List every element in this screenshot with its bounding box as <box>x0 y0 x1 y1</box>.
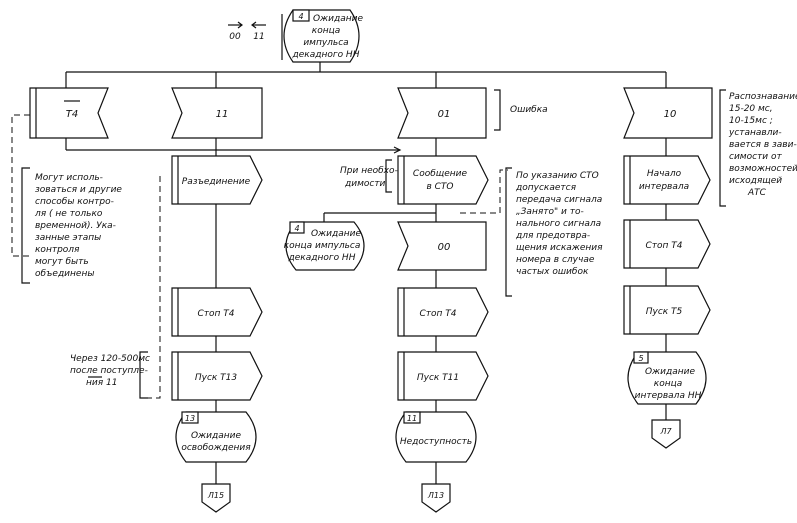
svg-text:зоваться и другие: зоваться и другие <box>35 185 122 195</box>
step-start-t5: Пуск Т5 <box>646 307 683 317</box>
t4-note: Могут исполь- зоваться и другие способы … <box>34 173 122 279</box>
svg-text:могут быть: могут быть <box>35 257 89 267</box>
step-start-t11: Пуск Т11 <box>417 373 459 383</box>
svg-text:в СТО: в СТО <box>426 182 453 192</box>
svg-text:способы контро-: способы контро- <box>35 197 114 207</box>
signal-01-note: Ошибка <box>510 105 548 115</box>
svg-text:Ожидание: Ожидание <box>311 229 362 239</box>
svg-text:конца импульса: конца импульса <box>284 241 361 251</box>
state-4-wait-pulse: 4 Ожидание конца импульса декадного НН <box>284 221 365 271</box>
svg-text:АТС: АТС <box>747 188 767 198</box>
svg-text:Через 120-500мс: Через 120-500мс <box>70 354 150 364</box>
svg-text:Могут исполь-: Могут исполь- <box>35 173 103 183</box>
svg-text:нального сигнала: нального сигнала <box>516 219 601 229</box>
svg-text:объединены: объединены <box>35 269 94 279</box>
svg-text:ния 11: ния 11 <box>86 378 117 388</box>
svg-text:допускается: допускается <box>515 183 577 193</box>
svg-text:интервала: интервала <box>639 182 689 192</box>
svg-text:Начало: Начало <box>647 169 682 179</box>
branch-11: 11 Разъединение Стоп Т4 Пуск Т13 Через 1… <box>70 87 263 513</box>
cto-note: По указанию СТО допускается передача сиг… <box>505 167 603 297</box>
svg-text:передача сигнала: передача сигнала <box>516 195 602 205</box>
signal-10-label: 10 <box>664 109 677 120</box>
condition-line-2: димости <box>344 179 386 189</box>
svg-text:5: 5 <box>638 354 643 363</box>
condition-line-1: При необхо- <box>340 166 398 176</box>
start-state-label-4: декадного НН <box>292 50 360 60</box>
svg-text:возможностей: возможностей <box>729 164 797 174</box>
step-disconnect: Разъединение <box>182 177 251 187</box>
svg-text:номера в случае: номера в случае <box>516 255 595 265</box>
svg-text:Ожидание: Ожидание <box>645 367 696 377</box>
svg-text:Распознавание: Распознавание <box>729 92 797 102</box>
step-stop-t4-c: Стоп Т4 <box>645 241 682 251</box>
connector-l13 <box>421 483 451 513</box>
svg-text:щения искажения: щения искажения <box>516 243 603 253</box>
svg-text:вается в зави-: вается в зави- <box>729 140 797 150</box>
t13-side-note: Через 120-500мс после поступле- ния 11 <box>70 354 150 388</box>
svg-text:Недоступность: Недоступность <box>400 437 472 447</box>
branch-01: 01 Ошибка При необхо- димости Сообщение … <box>284 87 603 513</box>
step-interval-start: Начало интервала <box>623 155 711 205</box>
start-signal-right: 11 <box>253 32 264 42</box>
branch-10: 10 Распознавание 15-20 мс, 10-15мс ; уст… <box>623 87 797 449</box>
connector-l7 <box>651 419 681 449</box>
svg-text:после поступле-: после поступле- <box>70 366 148 376</box>
signal-11-label: 11 <box>216 109 229 120</box>
signal-01-label: 01 <box>438 109 451 120</box>
step-start-t13: Пуск Т13 <box>195 373 238 383</box>
start-signals: 00 11 <box>228 14 283 60</box>
connector-l15-label: Л15 <box>207 491 224 500</box>
signal-t4-label: T4 <box>66 109 78 120</box>
message-to-cto: Сообщение в СТО <box>397 155 489 205</box>
svg-text:занные этапы: занные этапы <box>35 233 101 243</box>
start-state: 4 Ожидание конца импульса декадного НН <box>283 9 364 63</box>
connector-l15 <box>201 483 231 513</box>
svg-text:По указанию СТО: По указанию СТО <box>516 171 599 181</box>
svg-text:10-15мс ;: 10-15мс ; <box>729 116 773 126</box>
start-state-label-3: импульса <box>303 38 348 48</box>
svg-text:15-20 мс,: 15-20 мс, <box>729 104 773 114</box>
svg-text:освобождения: освобождения <box>181 443 251 453</box>
start-state-number: 4 <box>298 12 303 21</box>
svg-text:устанавли-: устанавли- <box>728 128 782 138</box>
svg-text:11: 11 <box>407 414 417 423</box>
svg-text:временной). Ука-: временной). Ука- <box>35 221 116 231</box>
svg-text:частых ошибок: частых ошибок <box>516 267 589 277</box>
svg-text:симости от: симости от <box>729 152 783 162</box>
step-stop-t4-b: Стоп Т4 <box>419 309 456 319</box>
start-signal-left: 00 <box>229 32 241 42</box>
branch-t4: T4 Могут исполь- зоваться и другие спосо… <box>11 87 402 284</box>
svg-text:декадного НН: декадного НН <box>288 253 356 263</box>
state-13-wait-release: 13 Ожидание освобождения <box>175 411 257 463</box>
signal-10-note: Распознавание 15-20 мс, 10-15мс ; устана… <box>728 92 797 198</box>
state-5-wait-interval: 5 Ожидание конца интервала НН <box>627 351 707 405</box>
svg-text:конца: конца <box>654 379 682 389</box>
receive-00 <box>397 221 487 271</box>
start-state-label-2: конца <box>312 26 340 36</box>
receive-00-label: 00 <box>438 242 451 253</box>
state-11-unavailable: 11 Недоступность <box>395 411 477 463</box>
connector-l7-label: Л7 <box>659 427 672 436</box>
connector-l13-label: Л13 <box>427 491 444 500</box>
svg-text:для предотвра-: для предотвра- <box>515 231 590 241</box>
svg-text:Ожидание: Ожидание <box>191 431 242 441</box>
step-stop-t4-a: Стоп Т4 <box>197 309 234 319</box>
svg-text:Сообщение: Сообщение <box>413 169 468 179</box>
svg-text:ля ( не только: ля ( не только <box>34 209 103 219</box>
start-state-label-1: Ожидание <box>313 14 364 24</box>
svg-text:4: 4 <box>294 224 299 233</box>
svg-text:интервала НН: интервала НН <box>635 391 702 401</box>
svg-text:исходящей: исходящей <box>729 176 782 186</box>
svg-text:13: 13 <box>185 414 195 423</box>
svg-text:„Занято" и то-: „Занято" и то- <box>516 207 584 217</box>
svg-text:контроля: контроля <box>35 245 80 255</box>
